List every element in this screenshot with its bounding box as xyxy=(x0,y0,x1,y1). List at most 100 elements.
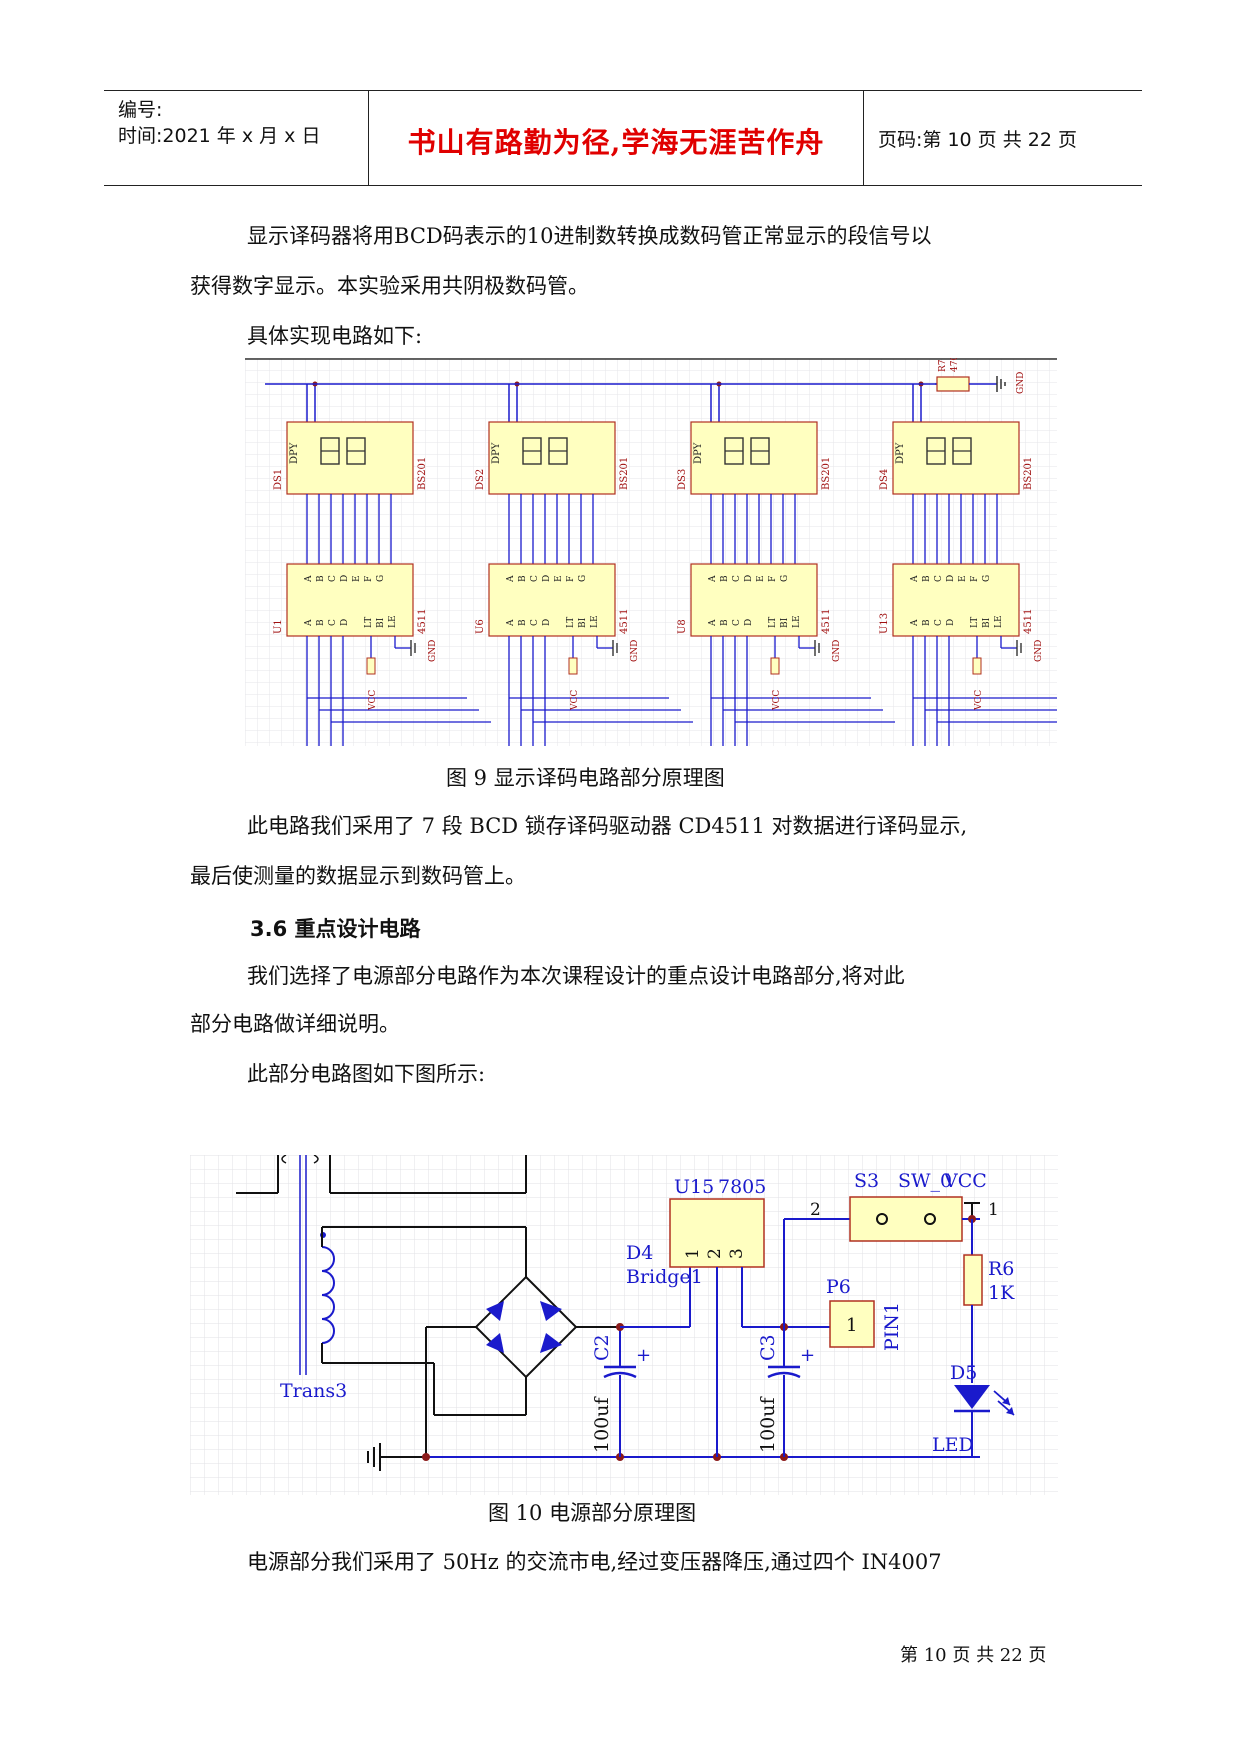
c3-plus: + xyxy=(800,1345,815,1366)
decoder-ref: U6 xyxy=(475,619,486,634)
decoder-model: 4511 xyxy=(417,609,428,634)
led-ref: D5 xyxy=(950,1362,977,1384)
decoder-control-label: LE xyxy=(590,615,600,628)
figure-10-svg: Trans3 D4 Bridge1 xyxy=(190,1155,1058,1495)
switch-ref: S3 xyxy=(854,1170,879,1192)
decoder-output-label: B xyxy=(922,575,932,582)
decoder-output-label: F xyxy=(566,576,576,582)
connector-ref: P6 xyxy=(826,1276,851,1298)
decoder-output-label: B xyxy=(720,575,730,582)
section-heading: 3.6 重点设计电路 xyxy=(250,917,421,941)
connector-model: PIN1 xyxy=(881,1302,903,1351)
connector-pin: 1 xyxy=(846,1315,857,1336)
display-model: BS201 xyxy=(821,457,832,490)
c2-plus: + xyxy=(636,1345,651,1366)
capacitor-c3 xyxy=(767,1327,801,1457)
r7-resistor xyxy=(936,376,970,392)
ground-symbol xyxy=(367,1443,426,1471)
decoder-output-label: F xyxy=(970,576,980,582)
header-page-label: 页码:第 10 页 共 22 页 xyxy=(878,129,1077,151)
led-model: LED xyxy=(932,1434,974,1456)
c3-ref: C3 xyxy=(757,1334,779,1361)
transformer-symbol xyxy=(236,1155,527,1375)
vcc-resistor xyxy=(366,657,376,675)
switch-pin-2: 2 xyxy=(810,1200,821,1220)
decoder-output-label: C xyxy=(328,575,338,582)
decoder-input-label: B xyxy=(518,619,528,626)
decoder-input-label: A xyxy=(304,619,314,627)
paragraph-1-line-1: 显示译码器将用BCD码表示的10进制数转换成数码管正常显示的段信号以 xyxy=(247,224,932,248)
capacitor-c2 xyxy=(603,1323,637,1457)
r6-value: 1K xyxy=(988,1282,1015,1304)
led-d5 xyxy=(954,1385,1015,1457)
decoder-control-label: BI xyxy=(376,617,386,628)
motto: 书山有路勤为径,学海无涯苦作舟 xyxy=(407,126,825,159)
decoder-input-label: B xyxy=(316,619,326,626)
c2-ref: C2 xyxy=(591,1334,613,1361)
bcd-decoder xyxy=(286,563,414,637)
decoder-control-label: BI xyxy=(780,617,790,628)
decoder-model: 4511 xyxy=(821,609,832,634)
switch-contact xyxy=(924,1213,936,1225)
decoder-output-label: C xyxy=(934,575,944,582)
decoder-model: 4511 xyxy=(619,609,630,634)
decoder-output-label: E xyxy=(352,575,362,582)
display-model: BS201 xyxy=(1023,457,1034,490)
decoder-output-label: A xyxy=(506,575,516,583)
display-ref: DS3 xyxy=(677,469,688,490)
vcc-label: VCC xyxy=(570,690,580,711)
regulator-u15 xyxy=(669,1198,765,1268)
vcc-resistor xyxy=(568,657,578,675)
decoder-control-label: LE xyxy=(994,615,1004,628)
page-footer: 第 10 页 共 22 页 xyxy=(900,1645,1047,1666)
decoder-output-label: D xyxy=(340,575,350,582)
decoder-output-label: A xyxy=(304,575,314,583)
vcc-label: VCC xyxy=(943,1170,987,1192)
time-label: 时间:2021 年 x 月 x 日 xyxy=(118,125,321,147)
regulator-pin-3: 3 xyxy=(727,1248,747,1259)
r7-ref: R7 xyxy=(938,359,948,372)
display-ref: DS1 xyxy=(273,469,284,490)
display-model: BS201 xyxy=(417,457,428,490)
switch-contact xyxy=(876,1213,888,1225)
connector-p6 xyxy=(829,1300,875,1348)
resistor-r6 xyxy=(963,1254,983,1306)
gnd-label: GND xyxy=(630,640,640,662)
r7-value: 470 xyxy=(950,358,960,372)
decoder-input-label: B xyxy=(720,619,730,626)
c3-value: 100uf xyxy=(757,1395,779,1453)
decoder-output-label: G xyxy=(780,575,790,582)
decoder-output-label: B xyxy=(518,575,528,582)
figure-9-caption: 图 9 显示译码电路部分原理图 xyxy=(446,766,725,790)
decoder-input-label: D xyxy=(744,619,754,626)
vcc-label: VCC xyxy=(974,690,984,711)
header-left-cell: 编号: 时间:2021 年 x 月 x 日 xyxy=(104,91,369,185)
decoder-output-label: F xyxy=(364,576,374,582)
decoder-output-label: G xyxy=(982,575,992,582)
seven-segment-display xyxy=(286,421,414,495)
decoder-control-label: LT xyxy=(768,617,778,628)
decoder-control-label: LE xyxy=(388,615,398,628)
seven-segment-display xyxy=(690,421,818,495)
r7-gnd-label: GND xyxy=(1016,372,1026,394)
switch-model: SW_0 xyxy=(898,1170,952,1192)
vcc-label: VCC xyxy=(772,690,782,711)
display-model: BS201 xyxy=(619,457,630,490)
decoder-output-label: D xyxy=(744,575,754,582)
gnd-label: GND xyxy=(832,640,842,662)
seven-segment-display xyxy=(488,421,616,495)
display-part-label: DPY xyxy=(895,442,906,464)
decoder-input-label: C xyxy=(732,619,742,626)
bridge-ref: D4 xyxy=(626,1242,653,1264)
page-header: 编号: 时间:2021 年 x 月 x 日 书山有路勤为径,学海无涯苦作舟 页码… xyxy=(104,90,1142,186)
regulator-model: 7805 xyxy=(718,1176,766,1198)
display-ref: DS4 xyxy=(879,469,890,490)
display-ref: DS2 xyxy=(475,469,486,490)
decoder-output-label: A xyxy=(910,575,920,583)
decoder-input-label: C xyxy=(328,619,338,626)
figure-10-schematic: Trans3 D4 Bridge1 xyxy=(190,1155,1058,1495)
decoder-input-label: A xyxy=(708,619,718,627)
transformer-ref: Trans3 xyxy=(280,1380,347,1402)
paragraph-1-line-2: 获得数字显示。本实验采用共阴极数码管。 xyxy=(190,274,589,298)
